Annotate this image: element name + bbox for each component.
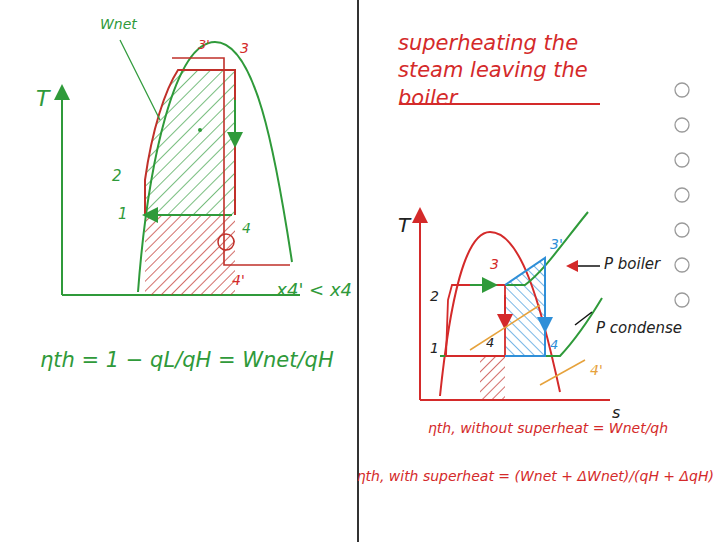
handwritten-label: 1 bbox=[430, 340, 439, 356]
handwritten-label: 4 bbox=[486, 336, 494, 351]
handwritten-label: 4' bbox=[590, 362, 603, 378]
handwritten-label: ηth, with superheat = (Wnet + ΔWnet)/(qH… bbox=[357, 468, 714, 484]
handwritten-label: 4' bbox=[232, 272, 245, 288]
handwritten-label: 4 bbox=[550, 338, 558, 353]
handwritten-label: ηth, without superheat = Wnet/qh bbox=[428, 420, 668, 436]
handwritten-label: 2 bbox=[430, 288, 439, 304]
handwritten-label: x4' < x4 bbox=[276, 280, 352, 301]
handwritten-label: 3' bbox=[198, 38, 210, 53]
handwritten-label: P boiler bbox=[604, 256, 660, 273]
handwritten-label: 1 bbox=[118, 206, 128, 223]
handwritten-label: T bbox=[398, 214, 410, 237]
handwritten-label: Wnet bbox=[100, 16, 137, 32]
handwritten-label: P condense bbox=[596, 320, 682, 337]
slide-heading: superheating the steam leaving the boile… bbox=[398, 30, 608, 112]
handwritten-label: s bbox=[612, 404, 620, 422]
handwritten-label: 4 bbox=[242, 220, 251, 236]
handwritten-label: ηth = 1 − qL/qH = Wnet/qH bbox=[40, 348, 334, 372]
handwritten-label: 3' bbox=[550, 236, 563, 252]
handwritten-label: 3 bbox=[240, 40, 249, 56]
handwritten-label: T bbox=[36, 86, 49, 111]
handwritten-label: 3 bbox=[490, 256, 499, 272]
handwritten-label: 2 bbox=[112, 168, 122, 185]
